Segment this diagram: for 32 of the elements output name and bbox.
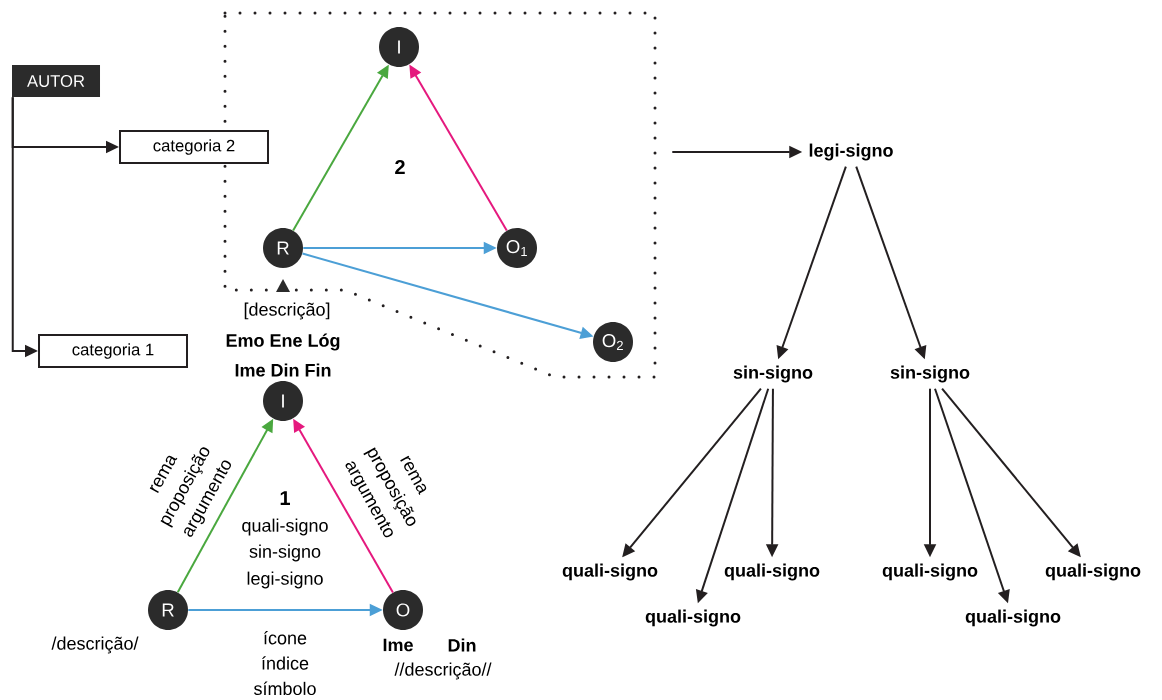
circle-node: O$_{1}$ <box>497 228 537 268</box>
label-text: sin-signo <box>249 544 321 562</box>
term-label: quali-signo <box>965 609 1061 627</box>
circle-node: O$_{2}$ <box>593 322 633 362</box>
term-label: sin-signo <box>733 365 813 383</box>
category-box: categoria 2 <box>119 130 269 164</box>
term-label: quali-signo <box>645 609 741 627</box>
circle-node: R <box>263 228 303 268</box>
author-box: AUTOR <box>12 65 100 97</box>
description-text: //descrição// <box>394 662 492 680</box>
term-label: quali-signo <box>882 563 978 581</box>
term-label: quali-signo <box>562 563 658 581</box>
label-text: legi-signo <box>247 571 323 589</box>
triangle-number: 2 <box>395 160 405 174</box>
description-text: Emo Ene Lóg <box>226 333 340 351</box>
description-text: Din <box>448 638 476 652</box>
circle-node: I <box>263 381 303 421</box>
description-text: [descrição] <box>244 302 330 320</box>
term-label: quali-signo <box>724 563 820 581</box>
term-label: quali-signo <box>1045 563 1141 581</box>
circle-node: I <box>379 27 419 67</box>
label-text: 1 <box>280 491 290 505</box>
category-box: categoria 1 <box>38 334 188 368</box>
circle-node: R <box>148 590 188 630</box>
description-text: Ime Din Fin <box>235 363 331 377</box>
term-label: sin-signo <box>890 365 970 383</box>
term-label: legi-signo <box>809 143 893 161</box>
circle-node: O <box>383 590 423 630</box>
description-text: /descrição/ <box>51 636 139 654</box>
edge-label: ícone índice símbolo <box>254 630 316 696</box>
label-text: quali-signo <box>242 518 328 536</box>
description-text: Ime <box>383 638 413 652</box>
